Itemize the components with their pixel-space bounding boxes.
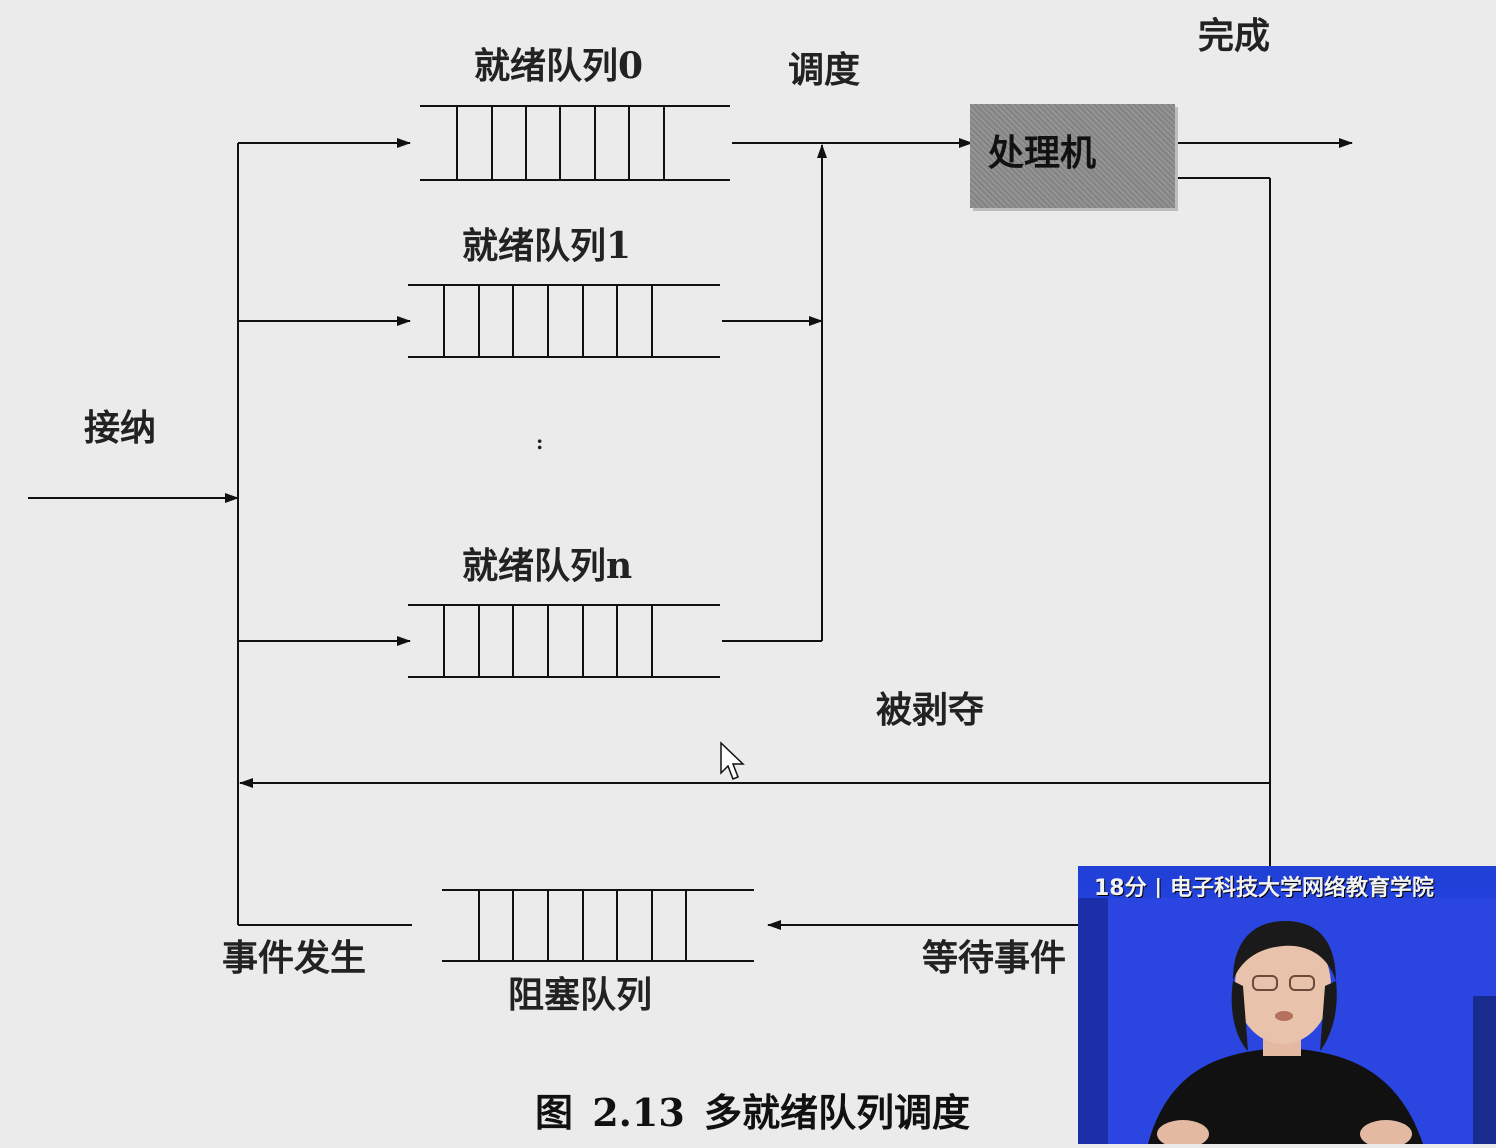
processor-box: 处理机	[970, 104, 1175, 208]
mouse-cursor-icon	[720, 741, 745, 780]
video-caption: 18分 | 电子科技大学网络教育学院	[1094, 876, 1434, 901]
event-occurs-label: 事件发生	[222, 937, 367, 979]
blocked-queue	[442, 889, 754, 962]
ellipsis-label: :	[536, 430, 544, 454]
presenter-image	[1078, 898, 1496, 1144]
video-overlay[interactable]: 18分 | 电子科技大学网络教育学院	[1078, 866, 1496, 1144]
preempted-label: 被剥夺	[876, 689, 985, 731]
ready-queue-0-label: 就绪队列0	[474, 45, 644, 87]
blocked-queue-label: 阻塞队列	[508, 974, 653, 1016]
ready-queue-0	[420, 105, 730, 181]
ready-queue-n-label: 就绪队列n	[462, 545, 633, 587]
complete-label: 完成	[1198, 15, 1271, 57]
admit-label: 接纳	[84, 407, 157, 449]
ready-queue-n	[408, 604, 720, 678]
ready-queue-1-label: 就绪队列1	[462, 225, 632, 267]
wait-event-label: 等待事件	[922, 937, 1067, 979]
ready-queue-1	[408, 284, 720, 358]
processor-label: 处理机	[988, 132, 1097, 174]
schedule-label: 调度	[788, 49, 861, 91]
figure-caption: 图 2.13 多就绪队列调度	[535, 1090, 971, 1135]
